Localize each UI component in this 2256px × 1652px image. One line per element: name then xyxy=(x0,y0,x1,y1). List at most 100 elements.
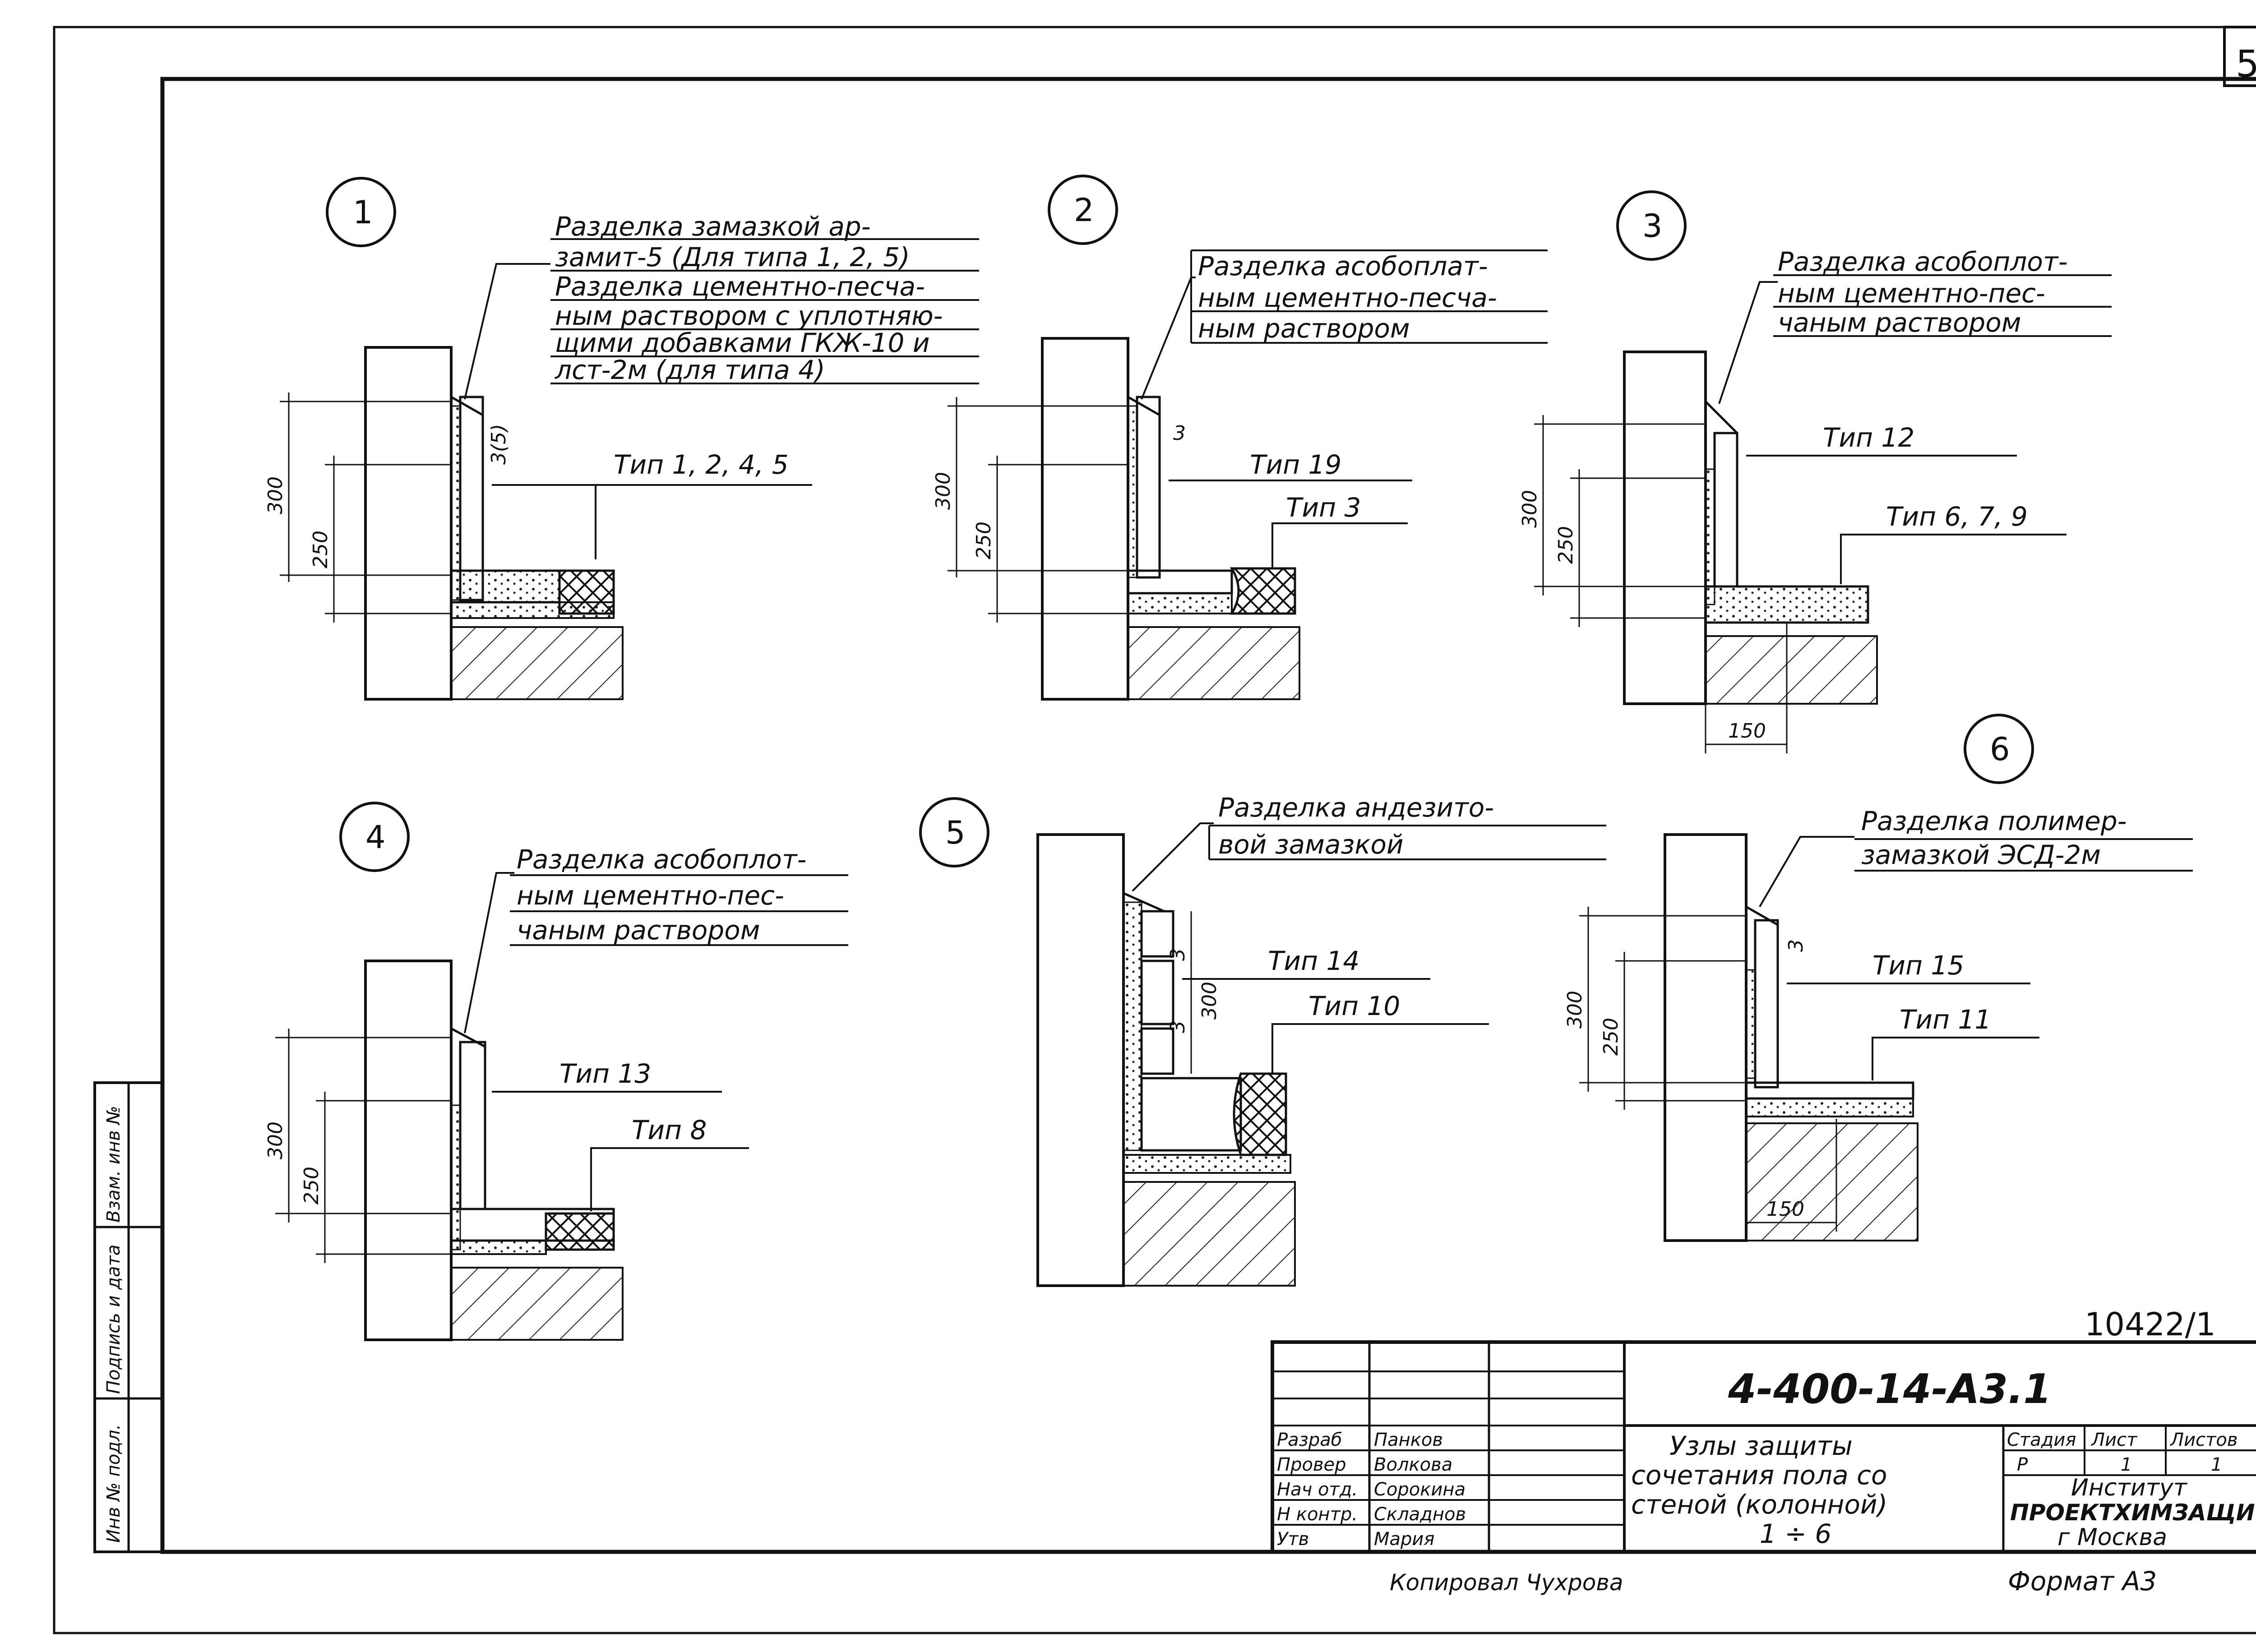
sheet-value: 1 xyxy=(2121,1454,2132,1475)
node-6-note-1: Разделка полимер- xyxy=(1861,806,2127,836)
format-label: Формат А3 xyxy=(2008,1566,2157,1597)
sheet-header: Лист xyxy=(2090,1430,2138,1450)
designation: 4-400-14-А3.1 xyxy=(1728,1366,2052,1413)
side-stamp-vzam-inv: Взам. инв № xyxy=(103,1106,124,1223)
node-1-dim-250: 250 xyxy=(309,531,332,568)
node-3-type-1: Тип 12 xyxy=(1823,422,1914,453)
node-3-marker xyxy=(1616,190,1687,261)
sheet-number-box xyxy=(2223,26,2256,87)
node-5-marker xyxy=(919,797,989,868)
role-1: Разраб xyxy=(1277,1430,1342,1450)
role-2: Провер xyxy=(1277,1454,1346,1475)
node-3: 3 300 250 150 Разделка асобоплот- ным це… xyxy=(1518,190,2112,753)
side-stamp: Инв № подл. Подпись и дата Взам. инв № xyxy=(93,1081,164,1553)
node-2-note-1: Разделка асобоплат- xyxy=(1198,251,1488,281)
node-4-dim-250: 250 xyxy=(300,1167,323,1204)
side-stamp-podpis-data: Подпись и дата xyxy=(103,1245,124,1394)
name-4: Складнов xyxy=(1374,1504,1466,1525)
name-3: Сорокина xyxy=(1374,1479,1465,1500)
node-2: 2 300 250 3 Разделка асобоплат- ным цеме… xyxy=(932,175,1548,701)
sheets-header: Листов xyxy=(2169,1430,2238,1450)
node-4-marker xyxy=(339,802,410,872)
node-6-type-2: Тип 11 xyxy=(1900,1004,1991,1035)
title-block: 10422/1 4-400-14-А3.1 Разраб Панков Пров… xyxy=(1271,1306,2256,1597)
node-5-type-1: Тип 14 xyxy=(1268,946,1359,976)
node-2-marker xyxy=(1048,175,1118,245)
node-3-type-2: Тип 6, 7, 9 xyxy=(1886,501,2028,532)
node-5-dim-3b: 3 xyxy=(1166,1020,1189,1033)
node-5-type-2: Тип 10 xyxy=(1308,991,1400,1021)
inventory-number: 10422/1 xyxy=(2085,1306,2216,1343)
copied-by: Копировал Чухрова xyxy=(1390,1569,1623,1596)
node-4-type-1: Тип 13 xyxy=(559,1058,651,1089)
title-line-1: Узлы защиты xyxy=(1669,1431,1853,1461)
title-line-2: сочетания пола со xyxy=(1631,1460,1887,1490)
node-1-note-6: лст-2м (для типа 4) xyxy=(555,355,825,385)
node-2-type-1: Тип 19 xyxy=(1250,449,1341,480)
node-6-dim-150: 150 xyxy=(1766,1198,1804,1221)
node-3-note-2: ным цементно-пес- xyxy=(1778,278,2045,309)
node-1-marker xyxy=(326,177,396,247)
node-6-note-2: замазкой ЭСД-2м xyxy=(1861,840,2101,870)
node-6-dim-300: 300 xyxy=(1563,991,1586,1029)
node-4-note-3: чаным раствором xyxy=(517,915,760,946)
node-2-type-2: Тип 3 xyxy=(1286,492,1361,523)
node-5-note-1: Разделка андезито- xyxy=(1218,792,1494,823)
node-2-dim-300: 300 xyxy=(932,472,955,510)
org-line-2: ПРОЕКТХИМЗАЩИТА xyxy=(2010,1500,2256,1526)
node-4-dim-300: 300 xyxy=(264,1121,287,1159)
node-4-type-2: Тип 8 xyxy=(632,1115,707,1145)
name-1: Панков xyxy=(1374,1430,1443,1450)
sheets-value: 1 xyxy=(2211,1454,2222,1475)
sheet-number: 50 xyxy=(2236,43,2256,86)
node-3-dim-300: 300 xyxy=(1518,490,1541,528)
node-3-note-3: чаным раствором xyxy=(1778,307,2021,338)
side-stamp-inv-podl: Инв № подл. xyxy=(103,1424,124,1543)
node-6-dim-250: 250 xyxy=(1600,1018,1623,1056)
node-5-number: 5 xyxy=(945,814,966,851)
role-3: Нач отд. xyxy=(1277,1479,1358,1500)
node-2-note-2: ным цементно-песча- xyxy=(1198,282,1497,313)
node-4: 4 300 250 Разделка асобоплот- ным цемент… xyxy=(264,802,848,1341)
node-6-type-1: Тип 15 xyxy=(1872,950,1964,981)
drawing-frame xyxy=(160,77,2256,1554)
org-line-1: Институт xyxy=(2071,1474,2188,1501)
node-3-dim-150: 150 xyxy=(1728,720,1766,743)
node-5-dim-3a: 3 xyxy=(1166,948,1189,961)
node-1-note-4: ным раствором с уплотняю- xyxy=(555,300,943,331)
node-2-dim-250: 250 xyxy=(972,521,995,559)
node-1-dim-gap: 3(5) xyxy=(487,424,510,465)
node-4-note-1: Разделка асобоплот- xyxy=(517,844,807,875)
node-5-dim-300: 300 xyxy=(1198,982,1221,1020)
title-line-4: 1 ÷ 6 xyxy=(1760,1518,1831,1549)
node-1-note-5: щими добавками ГКЖ-10 и xyxy=(555,328,930,358)
role-5: Утв xyxy=(1277,1529,1309,1550)
node-1: 1 300 250 3(5) Разделка замазкой ар- зам xyxy=(264,177,979,701)
stage-header: Стадия xyxy=(2007,1430,2076,1450)
node-5-note-2: вой замазкой xyxy=(1218,829,1404,860)
node-6: 6 300 250 3 150 Разделка полимер- замазк… xyxy=(1563,714,2193,1242)
node-5: 5 300 3 3 Разделка андезито- вой замазко… xyxy=(919,792,1606,1287)
node-6-dim-3: 3 xyxy=(1784,939,1808,952)
node-6-number: 6 xyxy=(1990,731,2010,768)
node-1-number: 1 xyxy=(353,194,373,231)
node-4-note-2: ным цементно-пес- xyxy=(517,880,784,911)
stage-value: Р xyxy=(2017,1454,2028,1475)
node-4-number: 4 xyxy=(365,819,386,856)
node-3-dim-250: 250 xyxy=(1554,526,1577,564)
name-5: Мария xyxy=(1374,1529,1434,1550)
node-2-note-3: ным раствором xyxy=(1198,313,1410,344)
outer-border xyxy=(53,26,2256,1634)
name-2: Волкова xyxy=(1374,1454,1452,1475)
title-line-3: стеной (колонной) xyxy=(1631,1489,1887,1520)
org-line-3: г Москва xyxy=(2057,1524,2167,1551)
node-1-dim-300: 300 xyxy=(264,476,287,514)
node-2-dim-gap: 3 xyxy=(1173,422,1186,445)
node-1-type-1: Тип 1, 2, 4, 5 xyxy=(614,449,789,480)
node-2-number: 2 xyxy=(1074,192,1094,229)
node-3-number: 3 xyxy=(1642,208,1663,245)
node-1-note-3: Разделка цементно-песча- xyxy=(555,271,925,302)
node-1-note-1: Разделка замазкой ар- xyxy=(555,211,871,242)
node-3-note-1: Разделка асобоплот- xyxy=(1778,246,2068,277)
